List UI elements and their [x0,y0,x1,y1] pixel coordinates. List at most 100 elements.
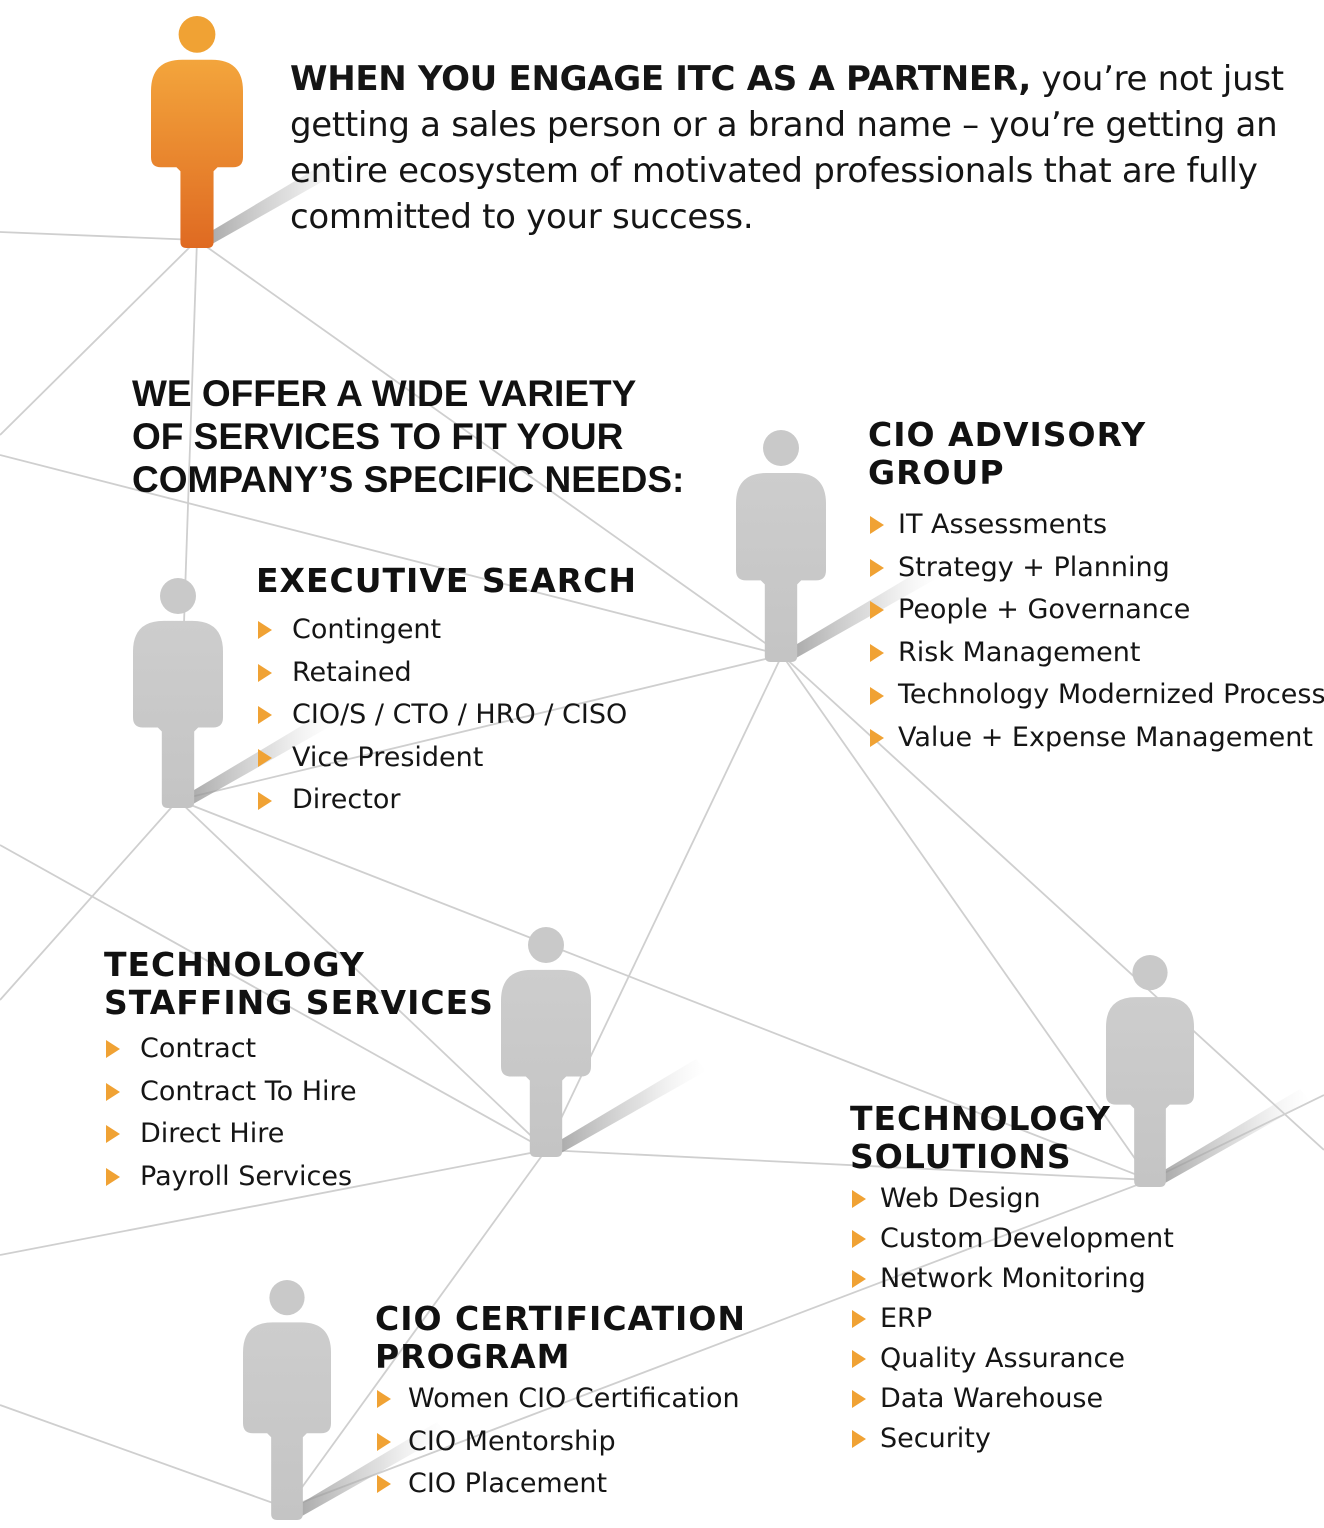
service-item-label: CIO Placement [408,1468,608,1500]
bullet-triangle-icon [106,1082,120,1101]
service-item: Direct Hire [104,1113,494,1156]
figure-shadow [174,710,338,808]
person-figure-icon [501,927,591,1157]
service-items: Contract Contract To Hire Direct Hire Pa… [104,1028,494,1198]
service-item-label: Director [292,784,401,816]
service-item: Vice President [256,737,637,780]
bullet-triangle-icon [258,749,272,768]
service-item: ERP [850,1299,1174,1339]
service-technology-solutions: TECHNOLOGY SOLUTIONS Web Design Custom D… [850,1100,1174,1459]
service-title-line: EXECUTIVE SEARCH [256,561,637,600]
person-head [1132,955,1168,991]
network-link [781,654,1151,1181]
bullet-triangle-icon [870,558,884,577]
bullet-triangle-icon [870,686,884,705]
service-item: Director [256,779,637,822]
bullet-triangle-icon [852,1270,866,1288]
network-link [0,231,198,241]
service-item-label: ERP [880,1303,933,1334]
bullet-triangle-icon [258,791,272,810]
bullet-triangle-icon [852,1310,866,1328]
service-item-label: Data Warehouse [880,1383,1104,1414]
service-title-line: TECHNOLOGY [104,945,365,984]
bullet-triangle-icon [870,729,884,748]
service-item-label: Women CIO Certification [408,1383,740,1414]
bullet-triangle-icon [377,1390,391,1409]
service-item: Women CIO Certification [375,1378,746,1421]
service-item-label: Value + Expense Management [898,721,1313,753]
service-item: Contract To Hire [104,1071,494,1114]
intro-rest: you’re not just getting a sales person o… [290,59,1284,237]
bullet-triangle-icon [852,1190,866,1208]
network-link [0,799,179,1001]
person-body [151,59,243,249]
network-link [177,799,547,1151]
service-item: Strategy + Planning [868,547,1324,590]
person-body [501,969,591,1157]
service-item: Security [850,1419,1174,1459]
service-item: Contract [104,1028,494,1071]
network-link [545,1149,1151,1181]
service-title-line: PROGRAM [375,1337,571,1376]
service-item-label: Strategy + Planning [898,551,1170,583]
service-title-line: TECHNOLOGY [850,1099,1111,1138]
bullet-triangle-icon [870,644,884,663]
service-item-label: CIO Mentorship [408,1425,616,1457]
service-item-label: Custom Development [880,1223,1174,1254]
service-item-label: Risk Management [898,636,1141,668]
network-link [0,1149,547,1256]
intro-lead: WHEN YOU ENGAGE ITC AS A PARTNER, [290,59,1031,99]
service-title: TECHNOLOGY STAFFING SERVICES [104,946,494,1022]
headline-line: OF SERVICES TO FIT YOUR [132,416,624,457]
network-link [0,454,783,656]
person-head [528,927,564,963]
bullet-triangle-icon [852,1430,866,1448]
services-headline: WE OFFER A WIDE VARIETY OF SERVICES TO F… [132,372,732,501]
service-item: Network Monitoring [850,1259,1174,1299]
service-item: Web Design [850,1179,1174,1219]
service-item-label: Vice President [292,741,484,773]
bullet-triangle-icon [258,621,272,640]
network-link [177,654,783,801]
bullet-triangle-icon [258,663,272,682]
person-figures [133,16,1194,1520]
service-item-label: Payroll Services [140,1160,353,1192]
person-body [1106,997,1194,1187]
service-item: Value + Expense Management [868,717,1324,760]
service-item-label: Contract [140,1033,257,1064]
figure-shadow [283,1422,447,1520]
service-title: CIO ADVISORY GROUP [868,416,1324,492]
person-body [133,620,223,808]
service-executive-search: EXECUTIVE SEARCH Contingent Retained CIO… [256,562,637,822]
service-item: IT Assessments [868,504,1324,547]
service-title: TECHNOLOGY SOLUTIONS [850,1100,1174,1176]
service-items: Web Design Custom Development Network Mo… [850,1179,1174,1459]
service-item: CIO Placement [375,1463,746,1506]
person-head [160,578,196,614]
network-link [0,239,198,436]
service-item-label: CIO/S / CTO / HRO / CISO [292,699,628,731]
figure-shadow [542,1059,706,1157]
service-item-label: Retained [292,656,412,688]
service-items: Contingent Retained CIO/S / CTO / HRO / … [256,609,637,822]
figure-shadow [777,564,941,662]
figure-shadows [174,150,1310,1520]
person-body [736,472,826,662]
service-item-label: Contingent [292,614,442,645]
service-item: CIO Mentorship [375,1421,746,1464]
bullet-triangle-icon [106,1168,120,1187]
service-item-label: Network Monitoring [880,1263,1146,1294]
person-head [269,1280,305,1316]
service-cio-certification: CIO CERTIFICATION PROGRAM Women CIO Cert… [375,1300,746,1506]
service-item: Data Warehouse [850,1379,1174,1419]
person-figure-icon [133,578,223,808]
person-head [178,16,216,53]
service-title-line: SOLUTIONS [850,1137,1072,1176]
service-items: Women CIO Certification CIO Mentorship C… [375,1378,746,1506]
service-title-line: CIO ADVISORY [868,415,1147,454]
service-title-line: GROUP [868,453,1005,492]
network-link [0,1404,288,1509]
service-title: EXECUTIVE SEARCH [256,562,637,600]
person-figure-icon [243,1280,331,1520]
